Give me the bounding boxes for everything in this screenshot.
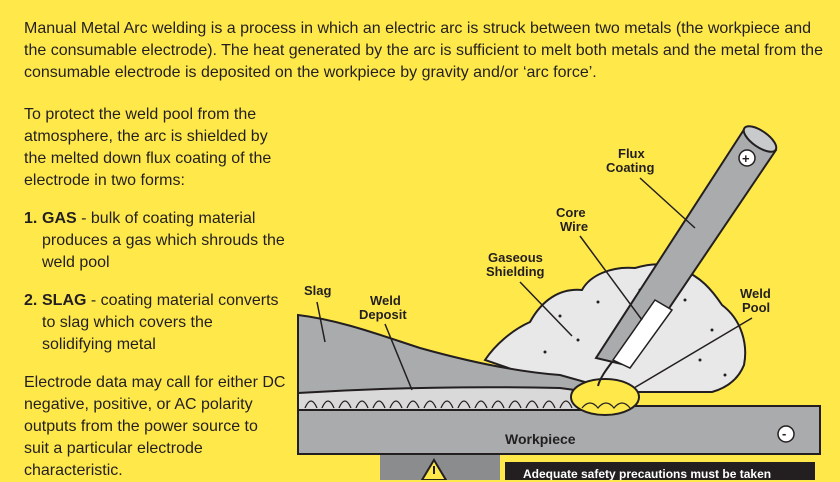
minus-sign: - — [782, 426, 786, 441]
item-text: - coating material converts to slag whic… — [42, 292, 279, 353]
workpiece-label: Workpiece — [505, 431, 576, 447]
item-number: 1. — [24, 210, 38, 227]
core-wire — [611, 299, 674, 369]
weld-deposit-label-line1: Weld — [370, 293, 401, 308]
minus-terminal-icon — [777, 425, 795, 443]
flux-label-line2: Coating — [606, 160, 654, 175]
slag-label: Slag — [304, 283, 332, 298]
electrode-paragraph: Electrode data may call for either DC ne… — [24, 374, 286, 479]
intro-paragraph: Manual Metal Arc welding is a process in… — [24, 20, 823, 81]
leader-lines — [316, 177, 753, 391]
left-column: To protect the weld pool from the atmosp… — [24, 104, 286, 482]
item-body: GAS - bulk of coating material produces … — [42, 208, 286, 274]
gas-label-line1: Gaseous — [488, 250, 543, 265]
item-keyword: GAS — [42, 210, 77, 227]
electrode-top — [742, 125, 778, 153]
flux-label-line1: Flux — [618, 146, 645, 161]
weld-pool-label-line2: Pool — [742, 300, 770, 315]
list-item-slag: 2. SLAG - coating material converts to s… — [24, 290, 286, 356]
item-text: - bulk of coating material produces a ga… — [42, 210, 285, 271]
shielding-paragraph: To protect the weld pool from the atmosp… — [24, 106, 272, 189]
item-keyword: SLAG — [42, 292, 87, 309]
safety-warning: Adequate safety precautions must be take… — [505, 462, 815, 480]
weld-pool — [570, 378, 640, 416]
gas-dots — [543, 288, 727, 377]
gas-label-line2: Shielding — [486, 264, 545, 279]
item-number: 2. — [24, 292, 38, 309]
weld-deposit — [297, 386, 598, 411]
arc — [597, 361, 613, 387]
weld-ripples — [304, 400, 573, 409]
plus-terminal-icon — [738, 149, 756, 167]
item-body: SLAG - coating material converts to slag… — [42, 290, 286, 356]
core-label-line1: Core — [556, 205, 586, 220]
weld-pool-ripples — [581, 402, 631, 409]
core-label-line2: Wire — [560, 219, 588, 234]
plus-sign: + — [742, 151, 750, 166]
weld-deposit-label-line2: Deposit — [359, 307, 407, 322]
weld-pool-label-line1: Weld — [740, 286, 771, 301]
list-item-gas: 1. GAS - bulk of coating material produc… — [24, 208, 286, 274]
workpiece-slab — [297, 405, 821, 455]
